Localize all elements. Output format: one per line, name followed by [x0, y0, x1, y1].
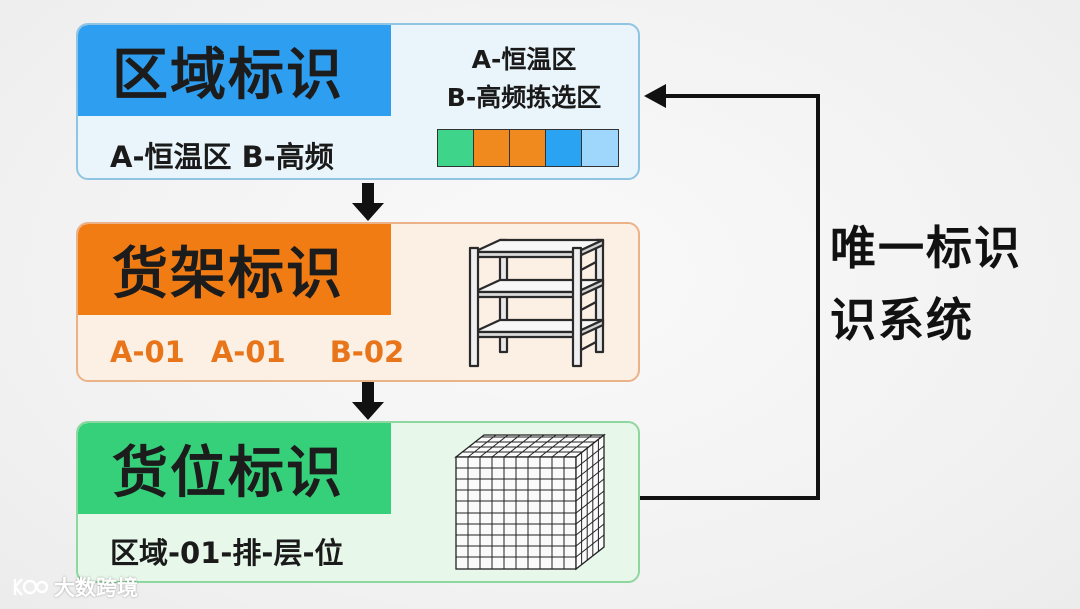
shelf-rack-icon: [468, 238, 605, 368]
swatch-light-blue: [582, 130, 618, 166]
shelf-code-3: B-02: [329, 335, 405, 369]
zone-card: 区域标识 A-恒温区 B-高频 A-恒温区 B-高频拣选区: [76, 23, 640, 180]
slot-format: 区域-01-排-层-位: [110, 536, 344, 570]
shelf-codes: A-01 A-01 B-02: [110, 335, 404, 369]
grid-cube-icon: [454, 433, 606, 571]
zone-legend-line2: B-高频拣选区: [446, 83, 602, 112]
swatch-green: [438, 130, 474, 166]
down-arrow-icon: [352, 183, 384, 221]
zone-legend-line1: A-恒温区: [471, 45, 577, 74]
shelf-code-2: A-01: [210, 335, 286, 369]
watermark-text: 大数跨境: [54, 576, 138, 600]
swatch-orange-1: [474, 130, 510, 166]
slot-title: 货位标识: [78, 423, 391, 514]
watermark: 大数跨境: [12, 572, 138, 602]
system-label-line1: 唯一标识: [830, 221, 1022, 275]
zone-title: 区域标识: [78, 25, 391, 116]
shelf-code-1: A-01: [110, 335, 185, 369]
down-arrow-icon-2: [352, 382, 384, 420]
feedback-arrowhead: [644, 84, 666, 108]
shelf-title: 货架标识: [78, 224, 391, 315]
swatch-orange-2: [510, 130, 546, 166]
swatch-blue: [546, 130, 582, 166]
zone-legend: A-恒温区 B-高频拣选区: [424, 41, 624, 117]
watermark-logo-icon: [13, 578, 48, 596]
zone-example: A-恒温区 B-高频: [110, 140, 334, 174]
slot-card: 货位标识 区域-01-排-层-位: [76, 421, 640, 583]
zone-color-swatches: [437, 129, 619, 167]
shelf-card: 货架标识 A-01 A-01 B-02: [76, 222, 640, 382]
system-label-line2: 识系统: [830, 293, 974, 347]
